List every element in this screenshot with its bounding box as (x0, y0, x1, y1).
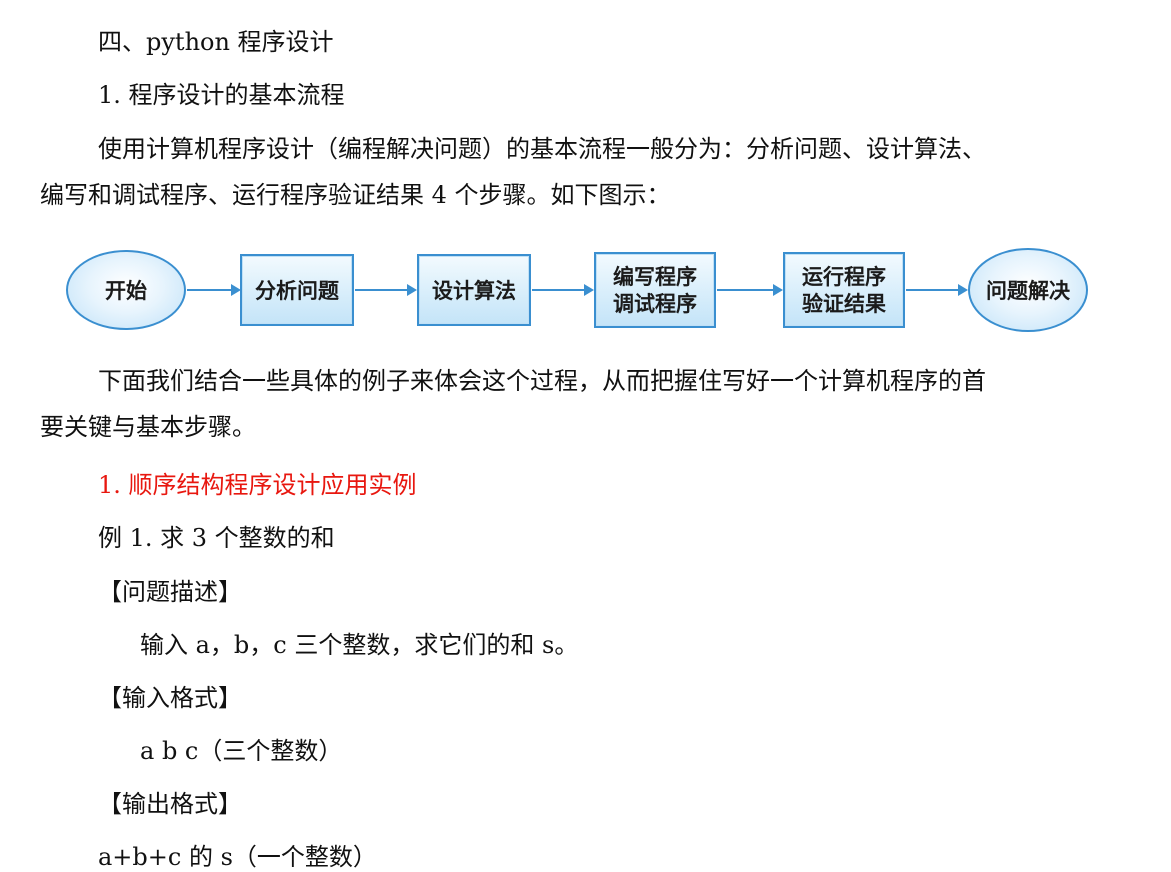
input-format-label: 【输入格式】 (98, 684, 242, 712)
problem-text: 输入 a，b，c 三个整数，求它们的和 s。 (140, 631, 579, 659)
flow-arrow-4 (717, 284, 783, 296)
flow-step-code: 编写程序 调试程序 (594, 252, 716, 328)
paragraph-2-line-2: 要关键与基本步骤。 (40, 413, 256, 441)
intro-paragraph-line-1: 使用计算机程序设计（编程解决问题）的基本流程一般分为：分析问题、设计算法、 (98, 135, 986, 163)
flow-arrow-2 (355, 284, 417, 296)
output-format-label: 【输出格式】 (98, 790, 242, 818)
sub-heading: 1. 程序设计的基本流程 (98, 81, 345, 109)
flow-end-node: 问题解决 (968, 248, 1088, 332)
section-heading: 四、python 程序设计 (98, 28, 334, 56)
red-section-heading: 1. 顺序结构程序设计应用实例 (98, 471, 417, 499)
flow-step-analyze: 分析问题 (240, 254, 354, 326)
input-format-text: a b c（三个整数） (140, 737, 343, 765)
example-title: 例 1. 求 3 个整数的和 (98, 524, 335, 552)
paragraph-2-line-1: 下面我们结合一些具体的例子来体会这个过程，从而把握住写好一个计算机程序的首 (98, 367, 986, 395)
flow-step-verify: 运行程序 验证结果 (783, 252, 905, 328)
flow-arrow-3 (532, 284, 594, 296)
problem-label: 【问题描述】 (98, 578, 242, 606)
intro-paragraph-line-2: 编写和调试程序、运行程序验证结果 4 个步骤。如下图示： (40, 181, 671, 209)
flow-step-design: 设计算法 (417, 254, 531, 326)
flowchart: 开始 分析问题 设计算法 编写程序 调试程序 运行程序 验证结果 问题解决 (66, 246, 1090, 336)
output-format-text: a+b+c 的 s（一个整数） (98, 843, 377, 871)
flow-start-node: 开始 (66, 250, 186, 330)
flow-arrow-5 (906, 284, 968, 296)
flow-arrow-1 (187, 284, 241, 296)
